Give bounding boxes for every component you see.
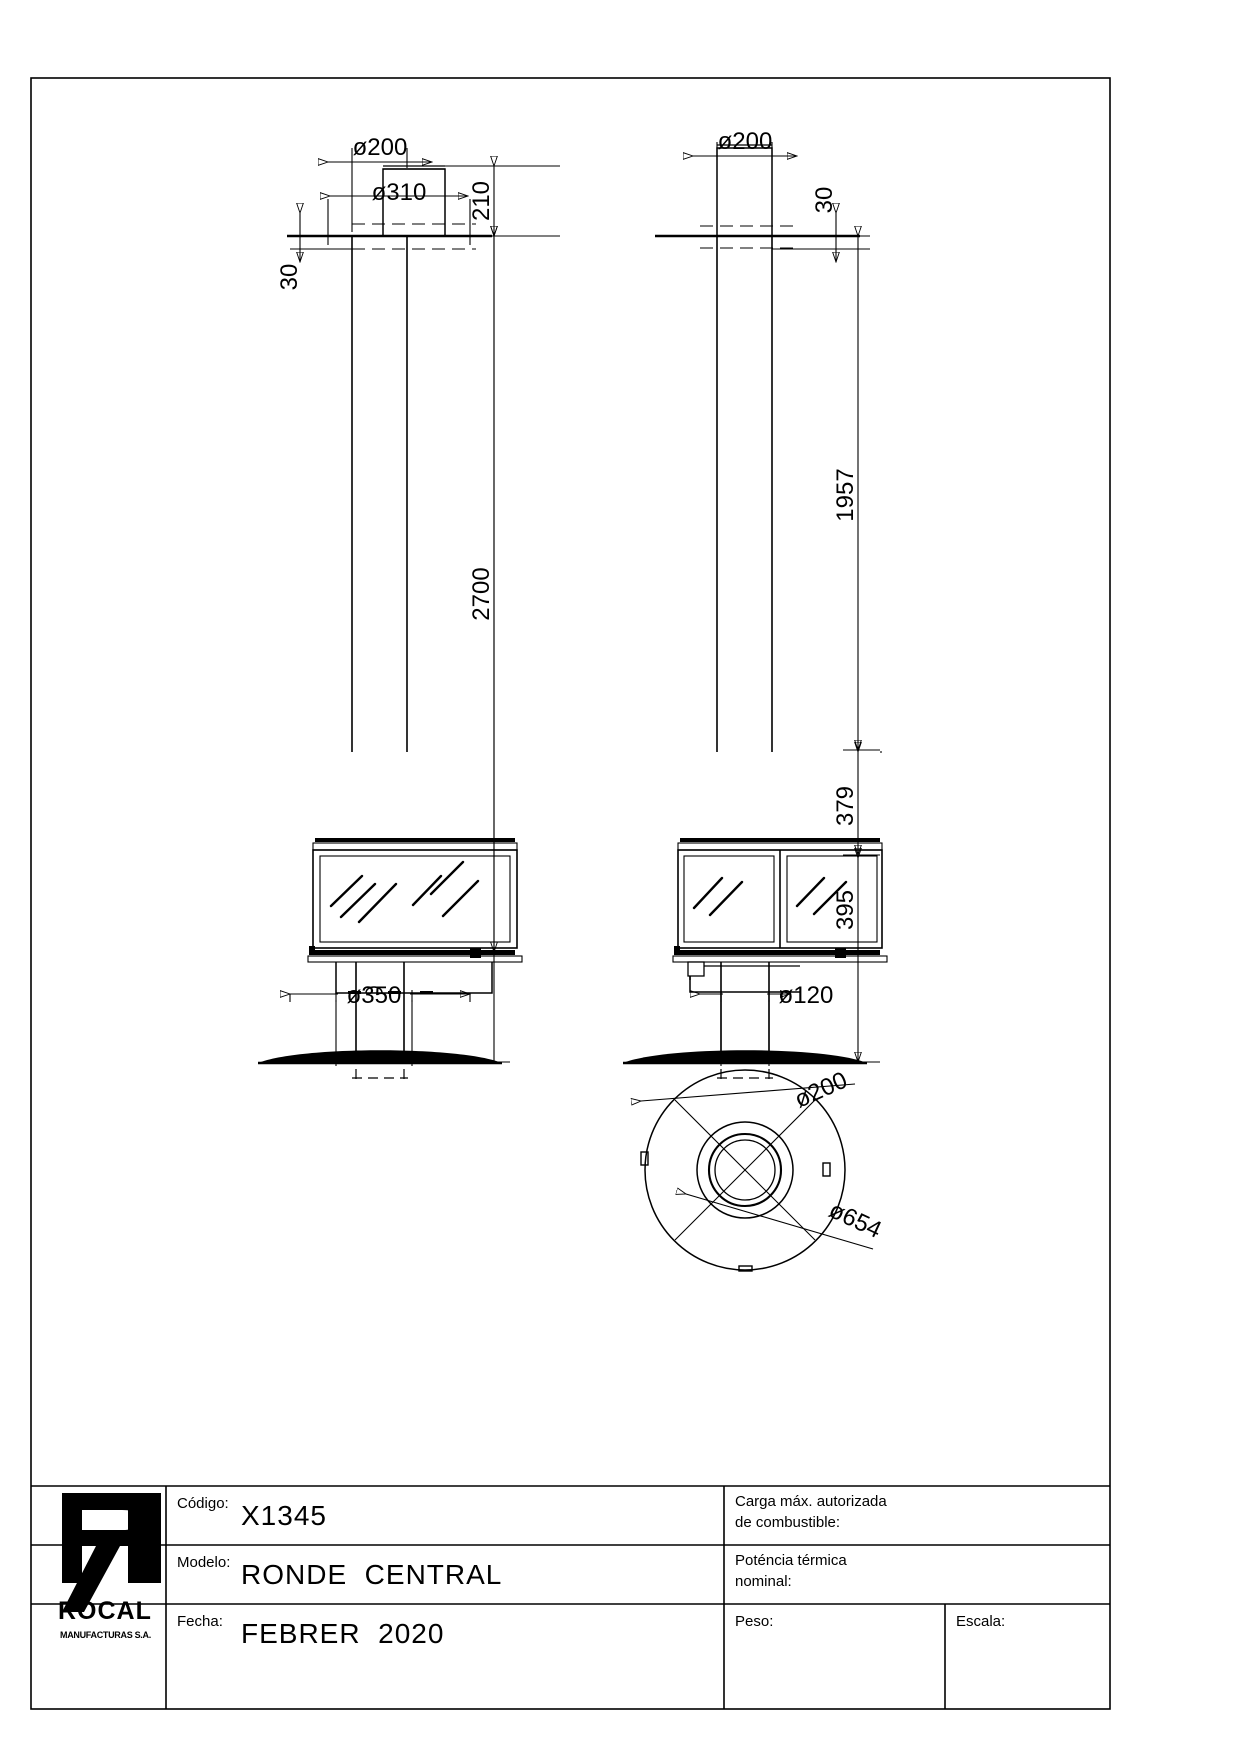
field-label-codigo: Código: bbox=[177, 1495, 229, 1512]
field-label-carga-line2: de combustible: bbox=[735, 1514, 841, 1531]
glass-pane-side-left bbox=[683, 855, 775, 943]
field-label-potencia-line1: Poténcia térmica bbox=[735, 1552, 847, 1569]
dim-1957: 1957 bbox=[832, 468, 859, 521]
glass-reflections-front bbox=[329, 860, 480, 924]
base-skirt-front bbox=[335, 962, 493, 994]
side-dim-texts: ø200 30 1957 379 395 ø120 bbox=[718, 128, 859, 1009]
plan-view bbox=[641, 1069, 874, 1272]
flue-top-side bbox=[716, 147, 773, 237]
dim-o120: ø120 bbox=[779, 982, 834, 1009]
front-elevation-view bbox=[258, 165, 523, 1082]
dim-379: 379 bbox=[832, 786, 859, 826]
field-label-escala: Escala: bbox=[956, 1613, 1006, 1630]
field-value-modelo[interactable]: RONDE CENTRAL bbox=[241, 1559, 503, 1590]
dim-o654: ø654 bbox=[825, 1196, 886, 1244]
logo-wordmark: ROCAL bbox=[58, 1597, 152, 1625]
title-block-frame bbox=[31, 1485, 1110, 1709]
front-dim-texts: ø200 ø310 210 30 2700 ø350 bbox=[276, 134, 495, 1009]
dim-o350: ø350 bbox=[347, 982, 402, 1009]
dim-30-front: 30 bbox=[276, 264, 303, 291]
glass-reflections-side bbox=[692, 876, 848, 917]
dim-o200-side: ø200 bbox=[718, 128, 773, 155]
floor-plate-front bbox=[258, 1050, 502, 1063]
glass-pane-side-right bbox=[786, 855, 878, 943]
dim-o310: ø310 bbox=[372, 179, 427, 206]
plan-outer-circle bbox=[644, 1069, 846, 1271]
dim-395: 395 bbox=[832, 890, 859, 930]
rocal-logo-mark bbox=[62, 1493, 161, 1612]
field-label-potencia-line2: nominal: bbox=[735, 1573, 792, 1590]
dim-o200-front: ø200 bbox=[353, 134, 408, 161]
field-label-modelo: Modelo: bbox=[177, 1554, 231, 1571]
plan-flue-circle bbox=[707, 1132, 783, 1208]
logo-subtext: MANUFACTURAS S.A. bbox=[60, 1630, 151, 1640]
floor-plate-side bbox=[623, 1050, 867, 1063]
dim-o200-plan: ø200 bbox=[790, 1067, 851, 1114]
handle-front bbox=[365, 986, 383, 994]
field-label-peso: Peso: bbox=[735, 1613, 774, 1630]
plan-flue-inner bbox=[714, 1139, 776, 1201]
field-value-fecha[interactable]: FEBRER 2020 bbox=[241, 1618, 445, 1649]
dim-2700: 2700 bbox=[468, 567, 495, 620]
dim-30-side: 30 bbox=[811, 187, 838, 214]
field-label-carga-line1: Carga máx. autorizada bbox=[735, 1493, 887, 1510]
field-label-fecha: Fecha: bbox=[177, 1613, 223, 1630]
plan-dim-texts: ø200 ø654 bbox=[790, 1067, 885, 1244]
sheet-border bbox=[30, 77, 1111, 1710]
field-value-codigo[interactable]: X1345 bbox=[241, 1500, 327, 1531]
glass-pane-front bbox=[319, 855, 511, 943]
plan-mid-circle bbox=[696, 1121, 794, 1219]
dim-210: 210 bbox=[468, 181, 495, 221]
side-view-dimensions bbox=[693, 142, 882, 1066]
firebox-frame-front bbox=[312, 849, 518, 949]
side-elevation-view bbox=[623, 144, 888, 1082]
front-view-dimensions bbox=[290, 148, 560, 1066]
